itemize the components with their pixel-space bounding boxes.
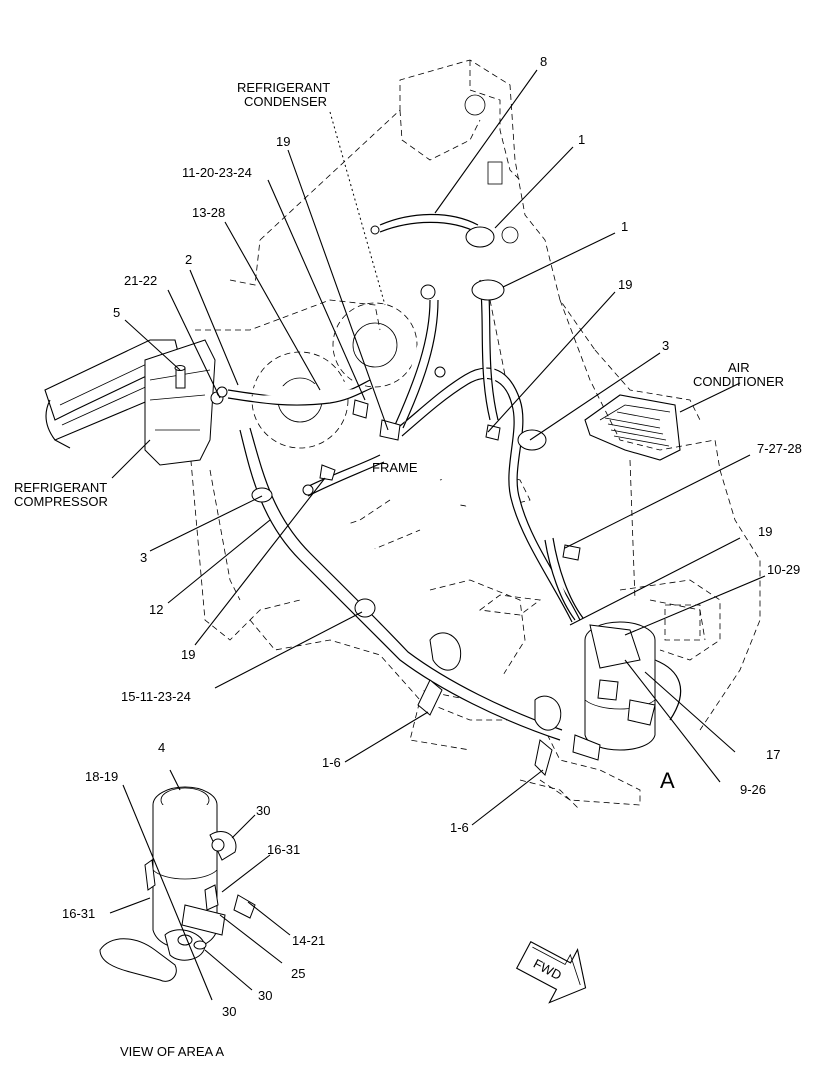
refrigerant-compressor xyxy=(44,339,228,466)
callout-16-31-right: 16-31 xyxy=(267,842,300,857)
callout-7-27-28: 7-27-28 xyxy=(757,441,802,456)
callout-30-mid: 30 xyxy=(258,988,272,1003)
air-conditioner-label-line1: AIR xyxy=(728,360,750,375)
callout-19-lower-right: 19 xyxy=(758,524,772,539)
refrigerant-condenser-label-line2: CONDENSER xyxy=(244,94,327,109)
callout-19-right: 19 xyxy=(618,277,632,292)
callout-12: 12 xyxy=(149,602,163,617)
callout-17: 17 xyxy=(766,747,780,762)
callout-19-left: 19 xyxy=(181,647,195,662)
area-a-detail-view xyxy=(99,769,291,1001)
refrigerant-compressor-label-line1: REFRIGERANT xyxy=(14,480,107,495)
area-a-accumulator xyxy=(572,621,682,761)
component-labels: REFRIGERANT CONDENSER AIR CONDITIONER RE… xyxy=(14,80,784,1059)
callout-numbers: 8 1 1 19 11-20-23-24 13-28 2 21-22 5 19 … xyxy=(62,54,802,1019)
ac-vent-grille xyxy=(604,411,670,447)
callout-16-31-left: 16-31 xyxy=(62,906,95,921)
callout-3-left: 3 xyxy=(140,550,147,565)
refrigerant-hoses xyxy=(227,213,584,741)
callout-21-22: 21-22 xyxy=(124,273,157,288)
callout-13-28: 13-28 xyxy=(192,205,225,220)
callout-25: 25 xyxy=(291,966,305,981)
air-conditioner-label-line2: CONDITIONER xyxy=(693,374,784,389)
callout-19-top: 19 xyxy=(276,134,290,149)
callout-9-26: 9-26 xyxy=(740,782,766,797)
callout-15-11-23-24: 15-11-23-24 xyxy=(121,689,191,704)
leader-lines xyxy=(111,69,766,826)
refrigerant-condenser-label-line1: REFRIGERANT xyxy=(237,80,330,95)
view-of-area-a-label: VIEW OF AREA A xyxy=(120,1044,224,1059)
callout-3-right: 3 xyxy=(662,338,669,353)
callout-14-21: 14-21 xyxy=(292,933,325,948)
frame-label: FRAME xyxy=(372,460,418,475)
callout-10-29: 10-29 xyxy=(767,562,800,577)
callout-2: 2 xyxy=(185,252,192,267)
callout-1-mid: 1 xyxy=(621,219,628,234)
refrigerant-compressor-label-line2: COMPRESSOR xyxy=(14,494,108,509)
callout-8: 8 xyxy=(540,54,547,69)
callout-30-bottom: 30 xyxy=(222,1004,236,1019)
callout-5: 5 xyxy=(113,305,120,320)
callout-4: 4 xyxy=(158,740,165,755)
callout-1-top: 1 xyxy=(578,132,585,147)
hose-clamps xyxy=(251,225,581,776)
area-a-letter: A xyxy=(660,768,675,793)
callout-30-top: 30 xyxy=(256,803,270,818)
callout-18-19: 18-19 xyxy=(85,769,118,784)
callout-11-20-23-24: 11-20-23-24 xyxy=(182,165,252,180)
callout-1-6-left: 1-6 xyxy=(322,755,341,770)
callout-1-6-right: 1-6 xyxy=(450,820,469,835)
forward-direction-arrow: FWD xyxy=(515,940,587,1004)
